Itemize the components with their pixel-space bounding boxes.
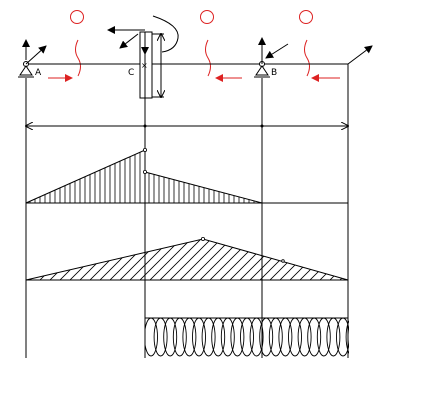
diagram-1 — [25, 147, 348, 204]
frame-lines — [25, 64, 349, 358]
end-force — [347, 45, 373, 65]
label-c: C — [128, 68, 134, 78]
label-b: B — [271, 68, 277, 78]
support-b — [254, 37, 289, 78]
red-squiggle — [75, 39, 310, 77]
diagram-3 — [145, 317, 349, 357]
diagram-2 — [25, 236, 349, 281]
red-circle-icon — [70, 10, 313, 24]
column-c — [107, 15, 179, 99]
label-a: A — [35, 68, 42, 78]
support-a — [18, 45, 47, 78]
column-mark: × — [141, 61, 148, 70]
